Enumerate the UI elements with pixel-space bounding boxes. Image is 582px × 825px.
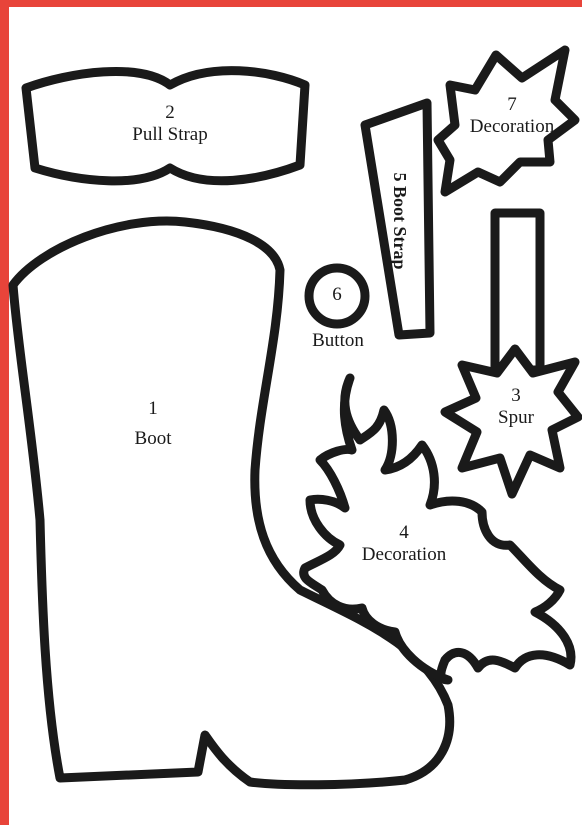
decoration-4-number: 4 <box>349 522 459 544</box>
boot-strap-label: 5 Boot Strap <box>389 161 411 281</box>
decoration-7-number: 7 <box>462 94 562 116</box>
button-name-label: Button <box>303 330 373 352</box>
button-number-label: 6 <box>325 284 349 306</box>
pull-strap-label: 2 Pull Strap <box>110 102 230 146</box>
boot-name: Boot <box>113 428 193 450</box>
boot-label: 1 Boot <box>113 398 193 450</box>
pull-strap-number: 2 <box>110 102 230 124</box>
decoration-7-label: 7 Decoration <box>462 94 562 138</box>
spur-label: 3 Spur <box>486 385 546 429</box>
spur-name: Spur <box>486 407 546 429</box>
decoration-4-name: Decoration <box>349 544 459 566</box>
boot-strap-number: 5 <box>390 172 410 181</box>
boot-strap-name: Boot Strap <box>390 186 410 270</box>
decoration-7-name: Decoration <box>462 116 562 138</box>
pull-strap-name: Pull Strap <box>110 124 230 146</box>
boot-number: 1 <box>113 398 193 420</box>
spur-number: 3 <box>486 385 546 407</box>
decoration-4-label: 4 Decoration <box>349 522 459 566</box>
